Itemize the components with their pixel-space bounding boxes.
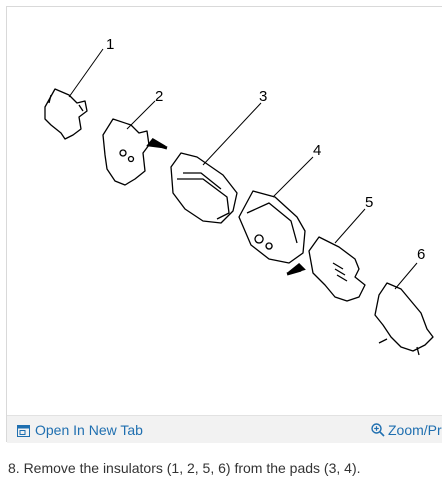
callout-2: 2 (155, 88, 163, 105)
step-caption: 8. Remove the insulators (1, 2, 5, 6) fr… (8, 460, 361, 476)
arrow-left (146, 138, 168, 150)
insulator-part-6 (374, 282, 434, 352)
callout-6: 6 (417, 246, 425, 263)
zoom-link[interactable]: Zoom/Pr (371, 422, 442, 438)
open-in-new-tab-label: Open In New Tab (35, 422, 143, 438)
open-in-new-tab-link[interactable]: Open In New Tab (17, 422, 143, 438)
insulator-part-5 (308, 236, 366, 302)
callout-1: 1 (106, 36, 114, 53)
insulator-part-1 (44, 88, 88, 140)
arrow-right (286, 262, 306, 276)
image-toolbar: Open In New Tab Zoom/Pr (7, 415, 442, 443)
callout-4: 4 (313, 142, 321, 159)
callout-5: 5 (365, 194, 373, 211)
brake-pad-part-3 (170, 152, 238, 224)
callout-3: 3 (259, 88, 267, 105)
image-viewer-panel: 1 2 3 4 5 6 Open In New Tab Zoom/Pr (6, 6, 442, 443)
zoom-in-icon (371, 423, 385, 437)
external-window-icon (17, 424, 30, 437)
zoom-label: Zoom/Pr (388, 422, 442, 438)
brake-pad-part-4 (238, 190, 306, 264)
brake-pad-insulator-diagram: 1 2 3 4 5 6 (44, 36, 434, 356)
